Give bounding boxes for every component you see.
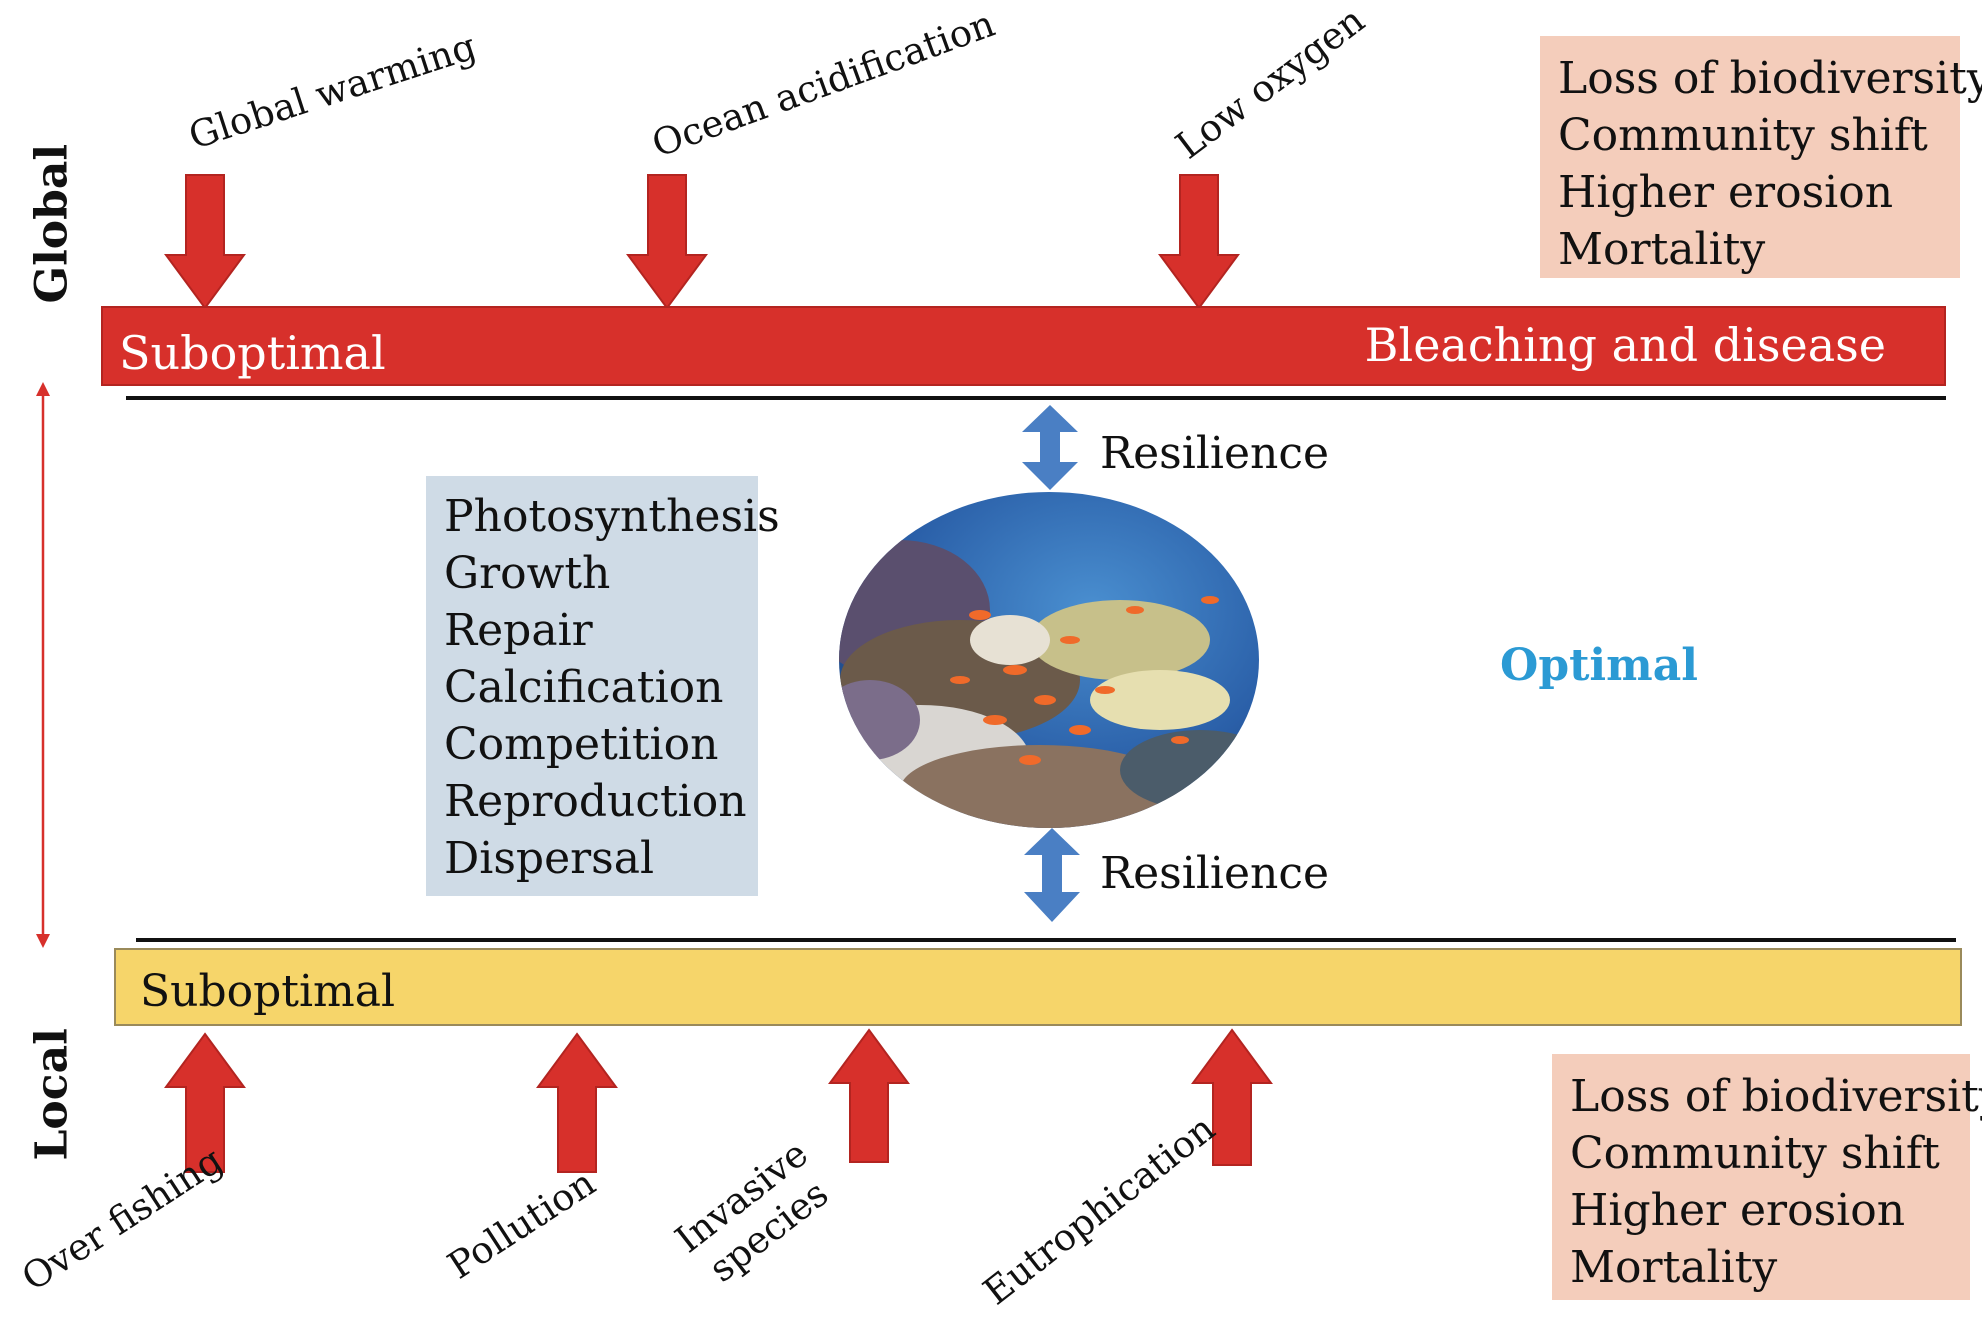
local-suboptimal-bar: Suboptimal [114, 948, 1962, 1026]
impact-item: Community shift [1570, 1128, 1940, 1179]
scale-arrow-up-head [36, 382, 50, 396]
global-axis-label: Global [26, 143, 78, 304]
local-axis-label: Local [26, 1028, 78, 1161]
process-item: Reproduction [444, 776, 747, 827]
over-fishing-arrow [164, 1032, 246, 1173]
process-item: Repair [444, 605, 593, 656]
global-suboptimal-label: Suboptimal [119, 326, 386, 380]
eutrophication-arrow [1191, 1028, 1273, 1166]
impact-item: Community shift [1558, 110, 1928, 161]
impact-item: Mortality [1570, 1242, 1778, 1293]
global-warming-arrow [164, 174, 246, 310]
invasive-species-arrow [828, 1028, 910, 1163]
process-item: Growth [444, 548, 611, 599]
process-item: Dispersal [444, 833, 655, 884]
scale-arrow-down-head [36, 934, 50, 948]
impact-item: Mortality [1558, 224, 1766, 275]
local-suboptimal-label: Suboptimal [140, 966, 396, 1017]
impact-item: Loss of biodiversity [1558, 53, 1982, 104]
local-impacts-box: Loss of biodiversity Community shift Hig… [1552, 1054, 1982, 1300]
process-item: Competition [444, 719, 719, 770]
pollution-arrow [536, 1032, 618, 1173]
global-suboptimal-bar: Suboptimal Bleaching and disease [101, 306, 1946, 386]
resilience-top-arrow [1022, 405, 1078, 490]
process-item: Photosynthesis [444, 491, 780, 542]
process-item: Calcification [444, 662, 724, 713]
impact-item: Higher erosion [1558, 167, 1894, 218]
impact-item: Loss of biodiversity [1570, 1071, 1982, 1122]
coral-reef-image [839, 492, 1259, 828]
low-oxygen-arrow [1158, 174, 1240, 310]
resilience-bottom-arrow [1024, 828, 1080, 922]
resilience-top-label: Resilience [1100, 428, 1330, 479]
global-impacts-box: Loss of biodiversity Community shift Hig… [1540, 36, 1982, 278]
impact-item: Higher erosion [1570, 1185, 1906, 1236]
resilience-bottom-label: Resilience [1100, 848, 1330, 899]
bleaching-disease-label: Bleaching and disease [1364, 318, 1886, 372]
ocean-acidification-arrow [626, 174, 708, 310]
coral-processes-box: Photosynthesis Growth Repair Calcificati… [426, 476, 780, 896]
optimal-label: Optimal [1500, 640, 1698, 691]
